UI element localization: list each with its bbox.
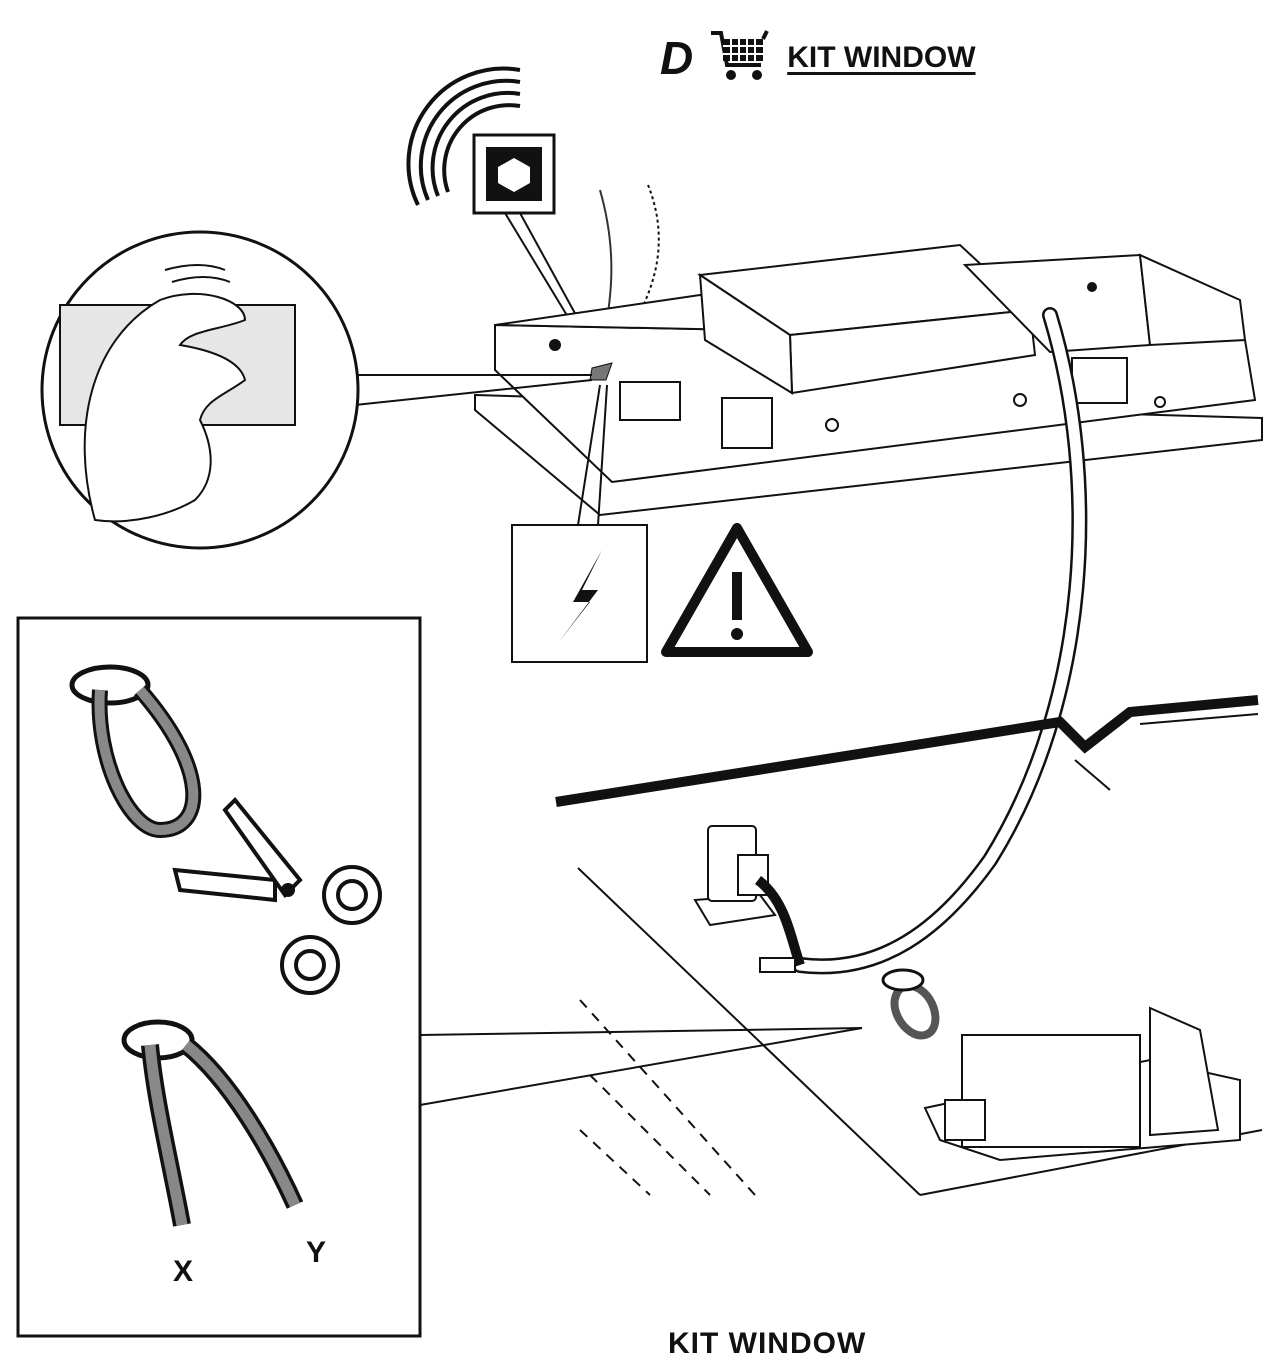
shopping-cart-icon <box>711 30 770 80</box>
hand-detail-circle <box>40 230 593 550</box>
high-voltage-icon <box>511 384 648 663</box>
window-connector <box>693 825 805 973</box>
header: D KIT WINDOW <box>660 28 976 88</box>
ceiling-rail <box>555 695 1259 807</box>
label-x: X <box>173 1255 194 1288</box>
warning-triangle-icon <box>661 523 813 657</box>
cut-detail-panel <box>16 616 422 1338</box>
kit-title: KIT WINDOW <box>787 41 976 74</box>
step-letter: D <box>660 32 694 84</box>
label-y: Y <box>306 1236 327 1269</box>
tie-loop <box>890 981 940 1040</box>
hex-nut-wrench-icon <box>472 133 556 215</box>
window-box <box>923 1006 1241 1162</box>
signal-waves-icon <box>406 66 521 206</box>
footer-cut-text: KIT WINDOW <box>668 1327 867 1360</box>
scissors-icon <box>172 797 382 995</box>
